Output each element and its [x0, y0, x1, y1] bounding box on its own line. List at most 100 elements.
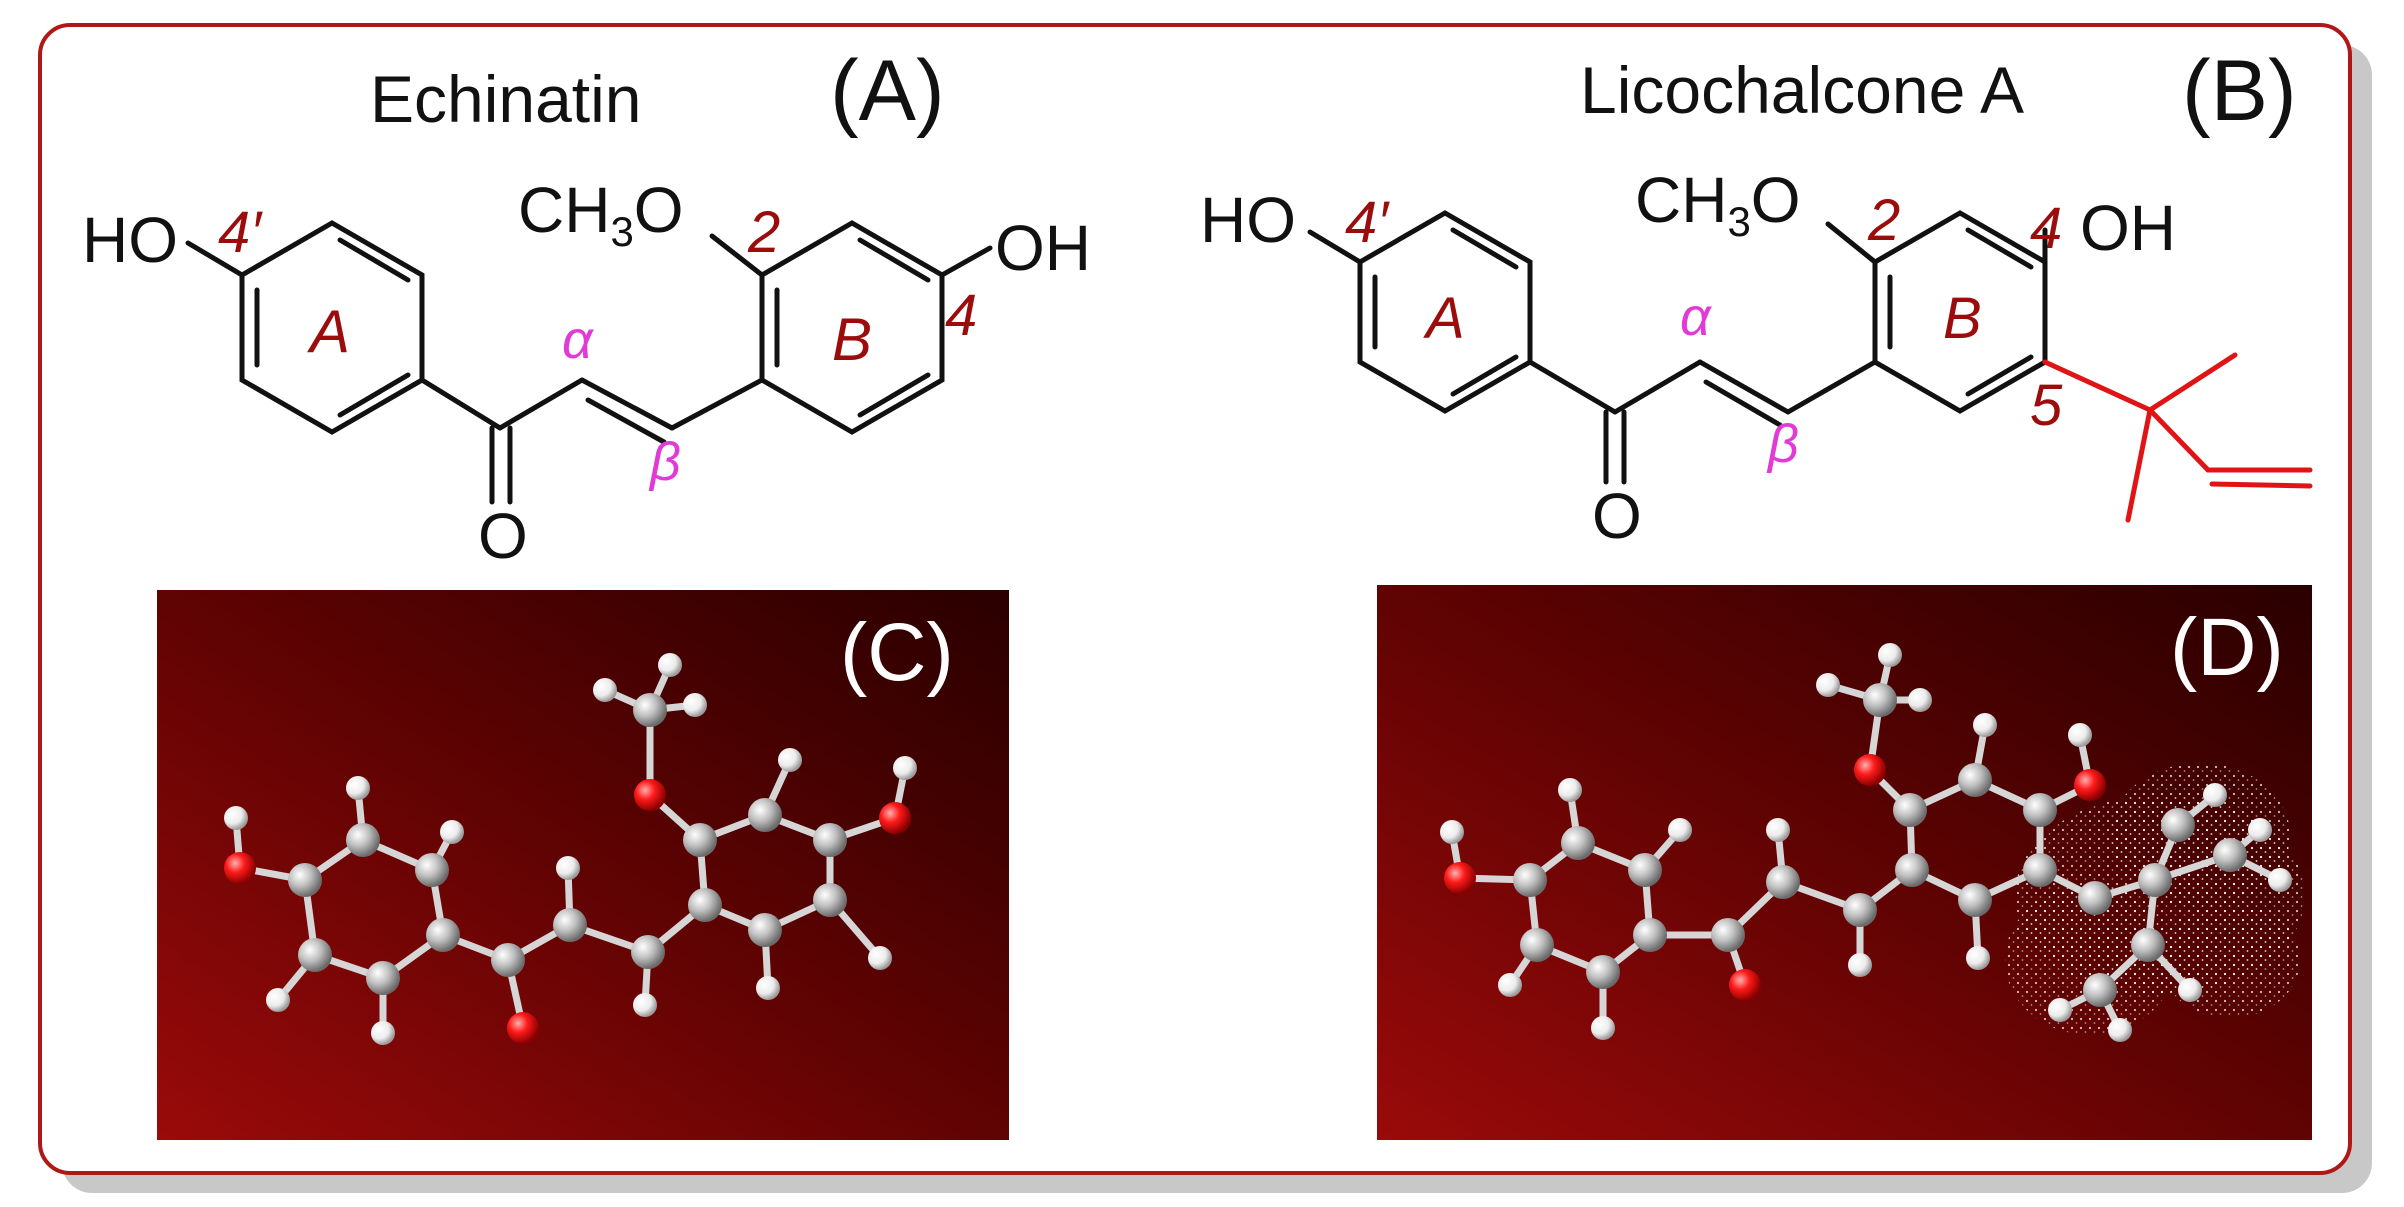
carbon-atom: [1711, 918, 1745, 952]
lico-bond-ring-och3: [1825, 221, 1878, 265]
lico-pos-2: 2: [1867, 188, 1900, 253]
panel-a-letter: (A): [830, 43, 945, 139]
bond-beta-ring: [669, 377, 765, 431]
bond-ring-oh: [939, 245, 993, 278]
carbon-atom: [491, 943, 525, 977]
oxygen-atom: [634, 779, 666, 811]
hydrogen-atom: [1558, 778, 1582, 802]
carbon-atom: [683, 823, 717, 857]
hydrogen-atom: [868, 946, 892, 970]
carbon-atom: [415, 853, 449, 887]
carbon-atom: [298, 938, 332, 972]
hydrogen-atom: [440, 820, 464, 844]
hydrogen-atom: [633, 993, 657, 1017]
oxygen-atom: [1729, 969, 1761, 1001]
carbon-atom: [748, 913, 782, 947]
carbon-atom: [1561, 826, 1595, 860]
carbon-atom: [633, 693, 667, 727]
carbon-atom: [813, 823, 847, 857]
carbon-atom: [1895, 853, 1929, 887]
carbon-atom: [1958, 763, 1992, 797]
echinatin-pos-4: 4: [945, 283, 977, 348]
carbon-atom: [288, 863, 322, 897]
hydrogen-atom: [2068, 723, 2092, 747]
echinatin-ring-b-label: B: [832, 306, 872, 373]
lico-pos-4prime: 4′: [1345, 190, 1390, 255]
carbon-atom: [813, 883, 847, 917]
hydrogen-atom: [1848, 953, 1872, 977]
hydrogen-atom: [1908, 688, 1932, 712]
hydrogen-atom: [224, 806, 248, 830]
lico-carbonyl-o: O: [1592, 480, 1642, 552]
lico-bond-ho-ring: [1307, 229, 1363, 265]
hydrogen-atom: [756, 976, 780, 1000]
lico-och3-label: CH3O: [1635, 164, 1801, 245]
panel-b: Licochalcone A (B): [1200, 43, 2313, 552]
panel-a: Echinatin (A) HO 4′ A O α β: [82, 43, 1091, 572]
carbon-atom: [553, 908, 587, 942]
lico-alpha: α: [1680, 287, 1713, 347]
panel-b-letter: (B): [2182, 43, 2297, 139]
lico-ring-b-label: B: [1943, 286, 1982, 351]
echinatin-ring-a-label: A: [307, 298, 350, 365]
bond-carbonyl-alpha: [497, 377, 585, 431]
lico-bond-ring-carbonyl: [1527, 359, 1618, 415]
bond-ring-carbonyl: [419, 377, 503, 431]
hydrogen-atom: [371, 1021, 395, 1045]
lico-bond-alpha-beta: [1697, 359, 1791, 415]
hydrogen-atom: [2203, 783, 2227, 807]
lico-pos-4: 4: [2030, 196, 2062, 261]
oxygen-atom: [2074, 769, 2106, 801]
echinatin-pos-4prime: 4′: [218, 200, 263, 265]
panel-c-letter: (C): [840, 607, 954, 698]
echinatin-beta: β: [648, 432, 681, 492]
carbon-atom: [1628, 853, 1662, 887]
carbon-atom: [1958, 883, 1992, 917]
hydrogen-atom: [346, 776, 370, 800]
hydrogen-atom: [683, 693, 707, 717]
hydrogen-atom: [556, 856, 580, 880]
hydrogen-atom: [1878, 643, 1902, 667]
carbon-atom: [1766, 865, 1800, 899]
hydrogen-atom: [593, 678, 617, 702]
oxygen-atom: [1854, 754, 1886, 786]
lico-ring-a-label: A: [1423, 286, 1465, 351]
carbon-atom: [631, 935, 665, 969]
carbon-atom: [1513, 863, 1547, 897]
carbon-atom: [1520, 928, 1554, 962]
hydrogen-atom: [658, 653, 682, 677]
oxygen-atom: [224, 852, 256, 884]
panel-a-title: Echinatin: [370, 62, 642, 136]
carbon-atom: [366, 961, 400, 995]
panel-c: (C): [157, 590, 1009, 1140]
hydrogen-atom: [1966, 946, 1990, 970]
carbon-atom: [426, 918, 460, 952]
carbon-atom: [2083, 973, 2117, 1007]
carbon-atom: [1843, 893, 1877, 927]
hydrogen-atom: [1973, 713, 1997, 737]
lico-bond-carbonyl-alpha: [1612, 359, 1703, 415]
echinatin-pos-2: 2: [747, 200, 780, 265]
hydrogen-atom: [1591, 1016, 1615, 1040]
hydrogen-atom: [2178, 978, 2202, 1002]
panel-c-atoms: [224, 653, 917, 1045]
lico-bond-alpha-beta-inner: [1703, 379, 1783, 428]
panel-d-atoms: [1440, 643, 2292, 1042]
carbon-atom: [2023, 853, 2057, 887]
lico-bond-beta-ring: [1785, 359, 1878, 415]
carbon-atom: [1893, 793, 1927, 827]
lico-ho-label: HO: [1200, 184, 1296, 256]
bond-ring-och3: [709, 233, 765, 278]
panel-d: (D): [1377, 585, 2312, 1140]
echinatin-carbonyl-o: O: [478, 500, 528, 572]
carbon-atom: [346, 823, 380, 857]
hydrogen-atom: [893, 756, 917, 780]
bond-alpha-beta-inner: [585, 397, 667, 445]
echinatin-oh-label: OH: [995, 212, 1091, 284]
echinatin-och3-label: CH3O: [518, 174, 684, 255]
hydrogen-atom: [266, 988, 290, 1012]
echinatin-ring-b: [759, 220, 945, 435]
hydrogen-atom: [2248, 818, 2272, 842]
carbon-atom: [1586, 955, 1620, 989]
